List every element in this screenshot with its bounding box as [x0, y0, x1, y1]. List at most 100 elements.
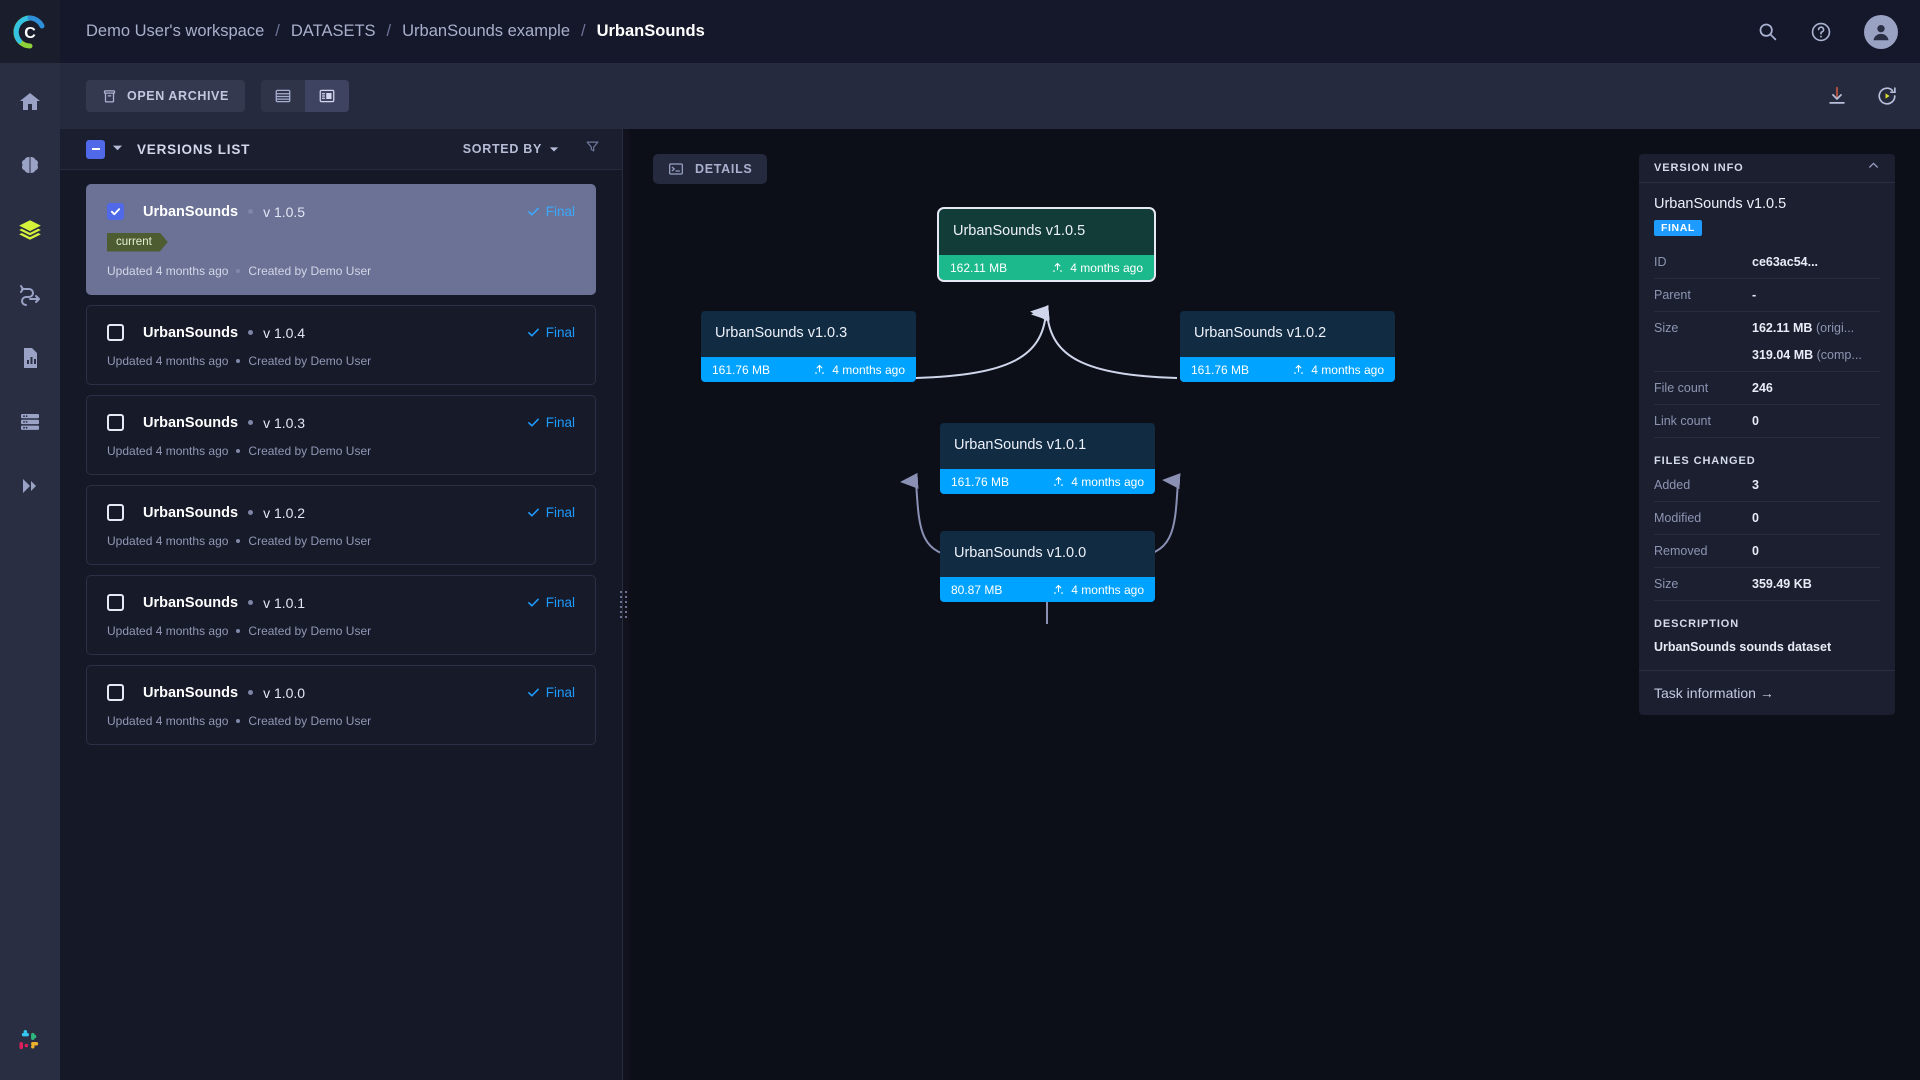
version-item-tags: current: [107, 232, 575, 251]
info-row-size-compressed: 319.04 MB (comp...: [1654, 344, 1880, 372]
separator-dot: [248, 510, 254, 515]
graph-node-title: UrbanSounds v1.0.5: [939, 209, 1154, 255]
info-value: 319.04 MB (comp...: [1752, 348, 1862, 362]
version-item-checkbox[interactable]: [107, 324, 124, 341]
header-actions: [1757, 14, 1898, 49]
slack-icon[interactable]: [10, 1024, 50, 1058]
info-key: Link count: [1654, 414, 1711, 428]
info-value: -: [1752, 288, 1757, 302]
history-replay-icon[interactable]: [1876, 85, 1898, 107]
upload-icon: [1294, 364, 1304, 374]
version-item-status-label: Final: [545, 685, 575, 700]
graph-node-size: 80.87 MB: [951, 582, 1003, 597]
task-information-link[interactable]: Task information →: [1639, 670, 1895, 715]
user-avatar-icon[interactable]: [1864, 14, 1898, 49]
chevron-down-icon[interactable]: [112, 140, 123, 158]
version-item-checkbox[interactable]: [107, 684, 124, 701]
info-key: Size: [1654, 321, 1679, 335]
breadcrumb-separator: /: [386, 22, 392, 40]
graph-node-footer: 161.76 MB 4 months ago: [940, 469, 1155, 494]
graph-node-time: 4 months ago: [1051, 261, 1143, 275]
check-icon: [527, 207, 539, 216]
graph-node-title: UrbanSounds v1.0.3: [701, 311, 916, 357]
graph-node-size: 161.76 MB: [951, 474, 1010, 489]
version-item-name: UrbanSounds: [143, 594, 239, 611]
home-icon[interactable]: [10, 85, 50, 119]
graph-node-v1-0-2[interactable]: UrbanSounds v1.0.2 161.76 MB 4 months ag…: [1180, 311, 1395, 382]
separator-dot: [248, 420, 254, 425]
search-icon[interactable]: [1757, 21, 1778, 42]
version-item-creator: Created by Demo User: [248, 354, 372, 368]
version-item-checkbox[interactable]: [107, 594, 124, 611]
details-button[interactable]: DETAILS: [653, 154, 768, 184]
info-unit: (origi...: [1815, 321, 1855, 335]
check-icon: [527, 598, 539, 607]
toolbar-actions: [1826, 85, 1898, 107]
separator-dot: [248, 209, 254, 214]
app-logo[interactable]: C: [0, 0, 60, 63]
breadcrumb-item-datasets[interactable]: DATASETS: [290, 22, 376, 40]
info-value: 3: [1752, 478, 1759, 492]
layers-icon[interactable]: [10, 213, 50, 247]
list-view-icon[interactable]: [260, 80, 305, 112]
version-item-checkbox[interactable]: [107, 414, 124, 431]
graph-node-time-label: 4 months ago: [1070, 260, 1143, 275]
split-view-icon[interactable]: [304, 80, 349, 112]
download-icon[interactable]: [1826, 85, 1848, 107]
open-archive-button[interactable]: OPEN ARCHIVE: [86, 80, 245, 112]
upload-icon: [815, 364, 825, 374]
breadcrumb-item-workspace[interactable]: Demo User's workspace: [86, 22, 265, 40]
version-item-checkbox[interactable]: [107, 203, 124, 220]
server-icon[interactable]: [10, 405, 50, 439]
info-value: 0: [1752, 511, 1759, 525]
graph-node-v1-0-3[interactable]: UrbanSounds v1.0.3 161.76 MB 4 months ag…: [701, 311, 916, 382]
graph-node-time-label: 4 months ago: [1071, 582, 1144, 597]
version-info-header: VERSION INFO: [1639, 154, 1895, 183]
graph-node-time: 4 months ago: [1052, 583, 1144, 597]
info-value: 359.49 KB: [1752, 577, 1812, 591]
report-icon[interactable]: [10, 341, 50, 375]
version-item-name: UrbanSounds: [143, 414, 239, 431]
graph-node-time: 4 months ago: [1052, 475, 1144, 489]
top-header: Demo User's workspace / DATASETS / Urban…: [60, 0, 1920, 63]
breadcrumb-separator: /: [275, 22, 280, 40]
help-circle-icon[interactable]: [1810, 21, 1832, 43]
terminal-icon: [668, 161, 684, 177]
graph-node-v1-0-1[interactable]: UrbanSounds v1.0.1 161.76 MB 4 months ag…: [940, 423, 1155, 494]
sorted-by-dropdown[interactable]: SORTED BY: [463, 142, 559, 156]
panel-splitter-handle[interactable]: [617, 129, 629, 1080]
select-all-checkbox[interactable]: [86, 139, 105, 159]
graph-node-v1-0-0[interactable]: UrbanSounds v1.0.0 80.87 MB 4 months ago: [940, 531, 1155, 602]
separator-dot: [248, 600, 254, 605]
brain-icon[interactable]: [10, 149, 50, 183]
graph-node-footer: 162.11 MB 4 months ago: [939, 255, 1154, 280]
breadcrumb-item-project[interactable]: UrbanSounds example: [402, 22, 570, 40]
version-item-checkbox[interactable]: [107, 504, 124, 521]
breadcrumb-item-current: UrbanSounds: [596, 22, 705, 40]
info-row-file-count: File count 246: [1654, 372, 1880, 405]
filter-icon[interactable]: [585, 139, 600, 159]
separator-dot: [236, 449, 241, 453]
info-key: Modified: [1654, 511, 1702, 525]
pipeline-icon[interactable]: [10, 277, 50, 311]
separator-dot: [236, 269, 241, 273]
version-item-number: v 1.0.2: [263, 504, 306, 521]
version-item-number: v 1.0.3: [263, 414, 306, 431]
graph-node-v1-0-5[interactable]: UrbanSounds v1.0.5 162.11 MB 4 months ag…: [937, 207, 1156, 282]
chevron-up-icon[interactable]: [1867, 159, 1880, 177]
info-value: 0: [1752, 544, 1759, 558]
content-toolbar: OPEN ARCHIVE: [60, 63, 1920, 129]
graph-node-size: 162.11 MB: [950, 260, 1008, 275]
chevrons-right-icon[interactable]: [10, 469, 50, 503]
